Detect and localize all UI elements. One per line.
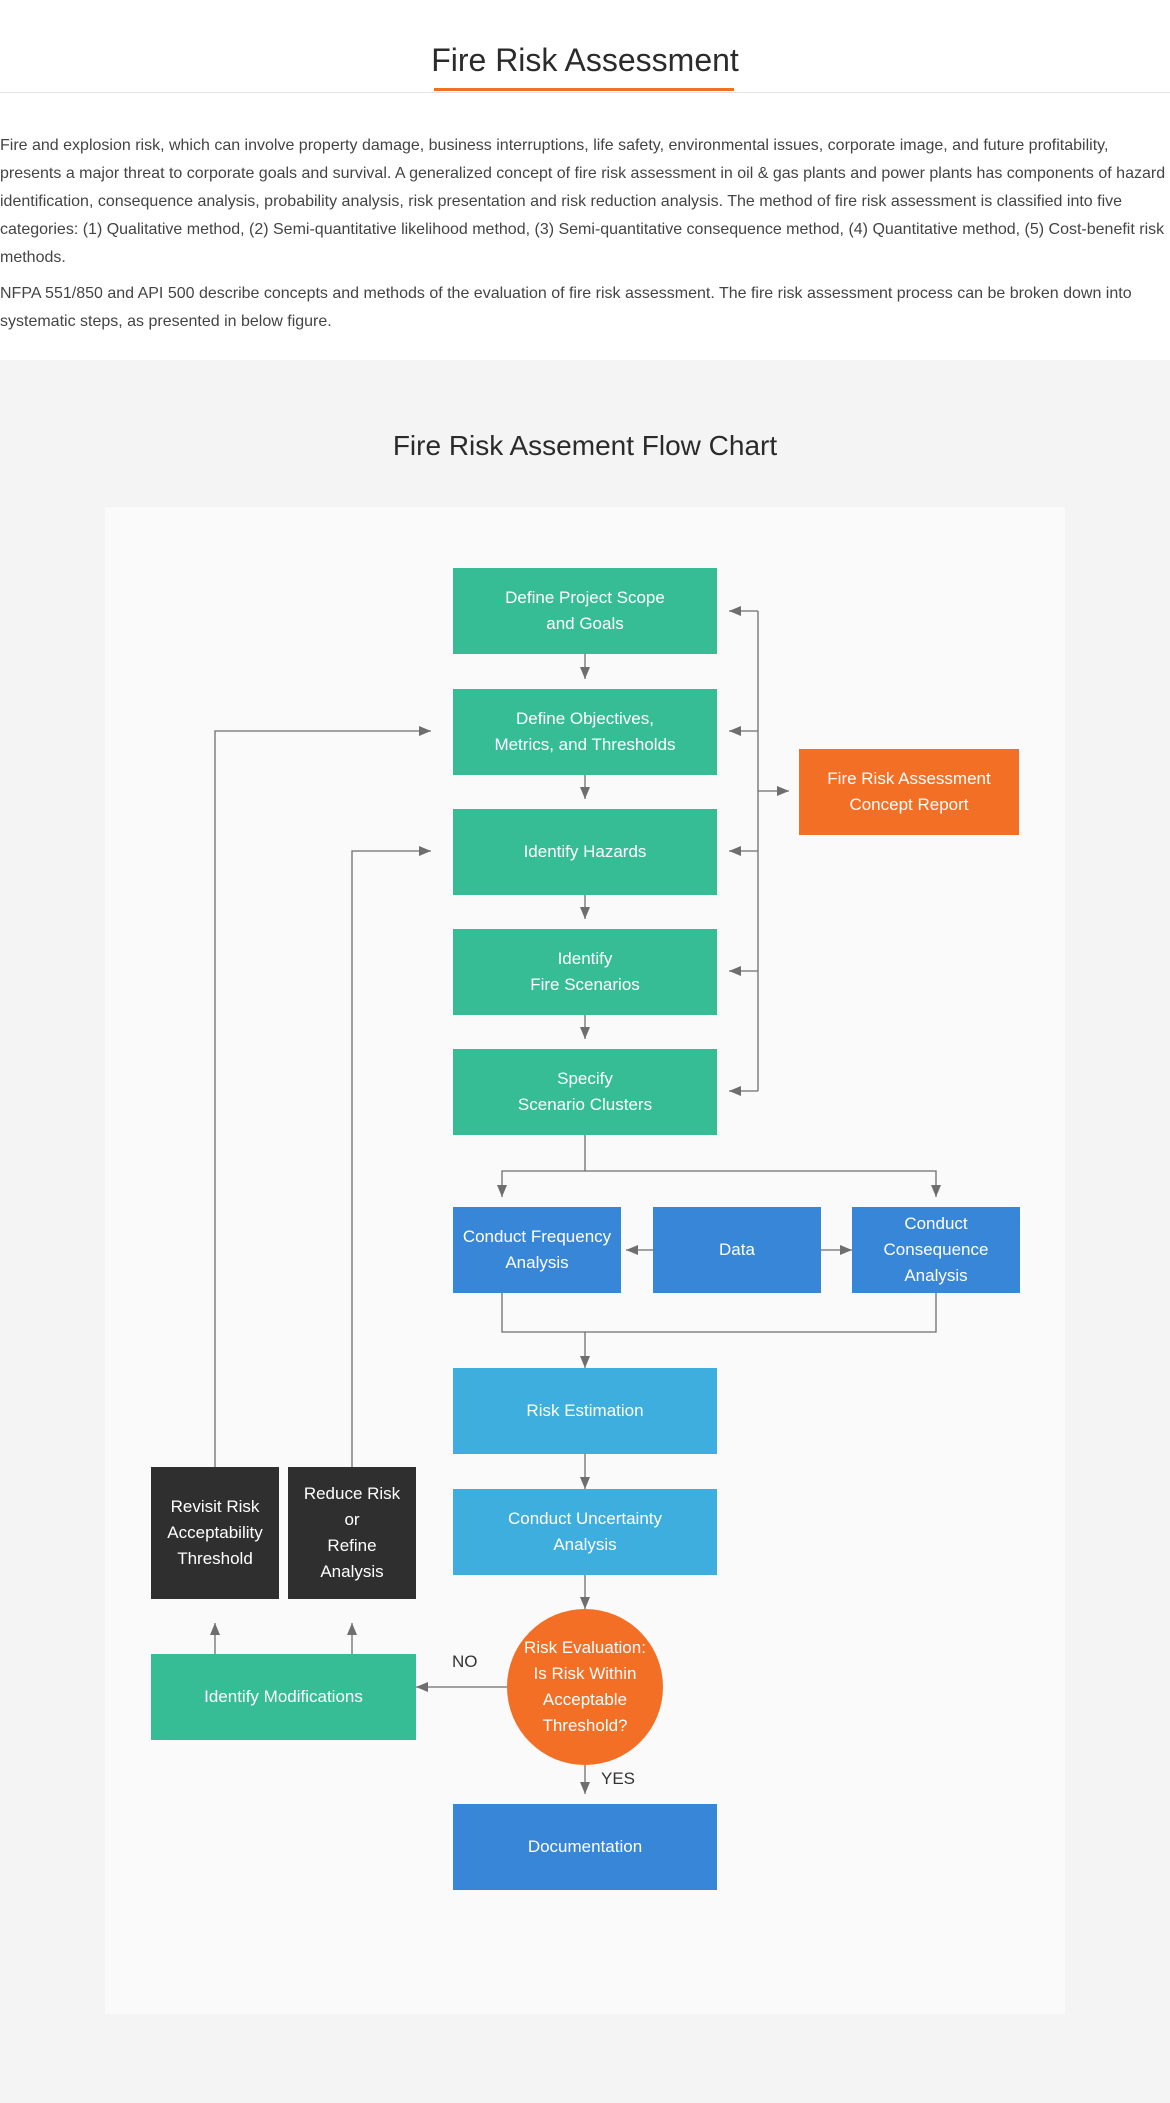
- edge-reduce-to-hazards: [351, 846, 431, 1467]
- node-label: Revisit Risk Acceptability Threshold: [167, 1497, 263, 1568]
- page-title: Fire Risk Assessment: [431, 42, 739, 78]
- node-label: Reduce Risk or Refine Analysis: [303, 1484, 401, 1581]
- node-label: Risk Evaluation: Is Risk Within Acceptab…: [524, 1638, 646, 1735]
- label-yes: YES: [601, 1769, 636, 1788]
- intro-text: Fire and explosion risk, which can invol…: [0, 132, 1170, 344]
- node-frequency-analysis: Conduct Frequency Analysis: [453, 1207, 621, 1293]
- edge-split-to-consequence: [585, 1170, 941, 1197]
- node-reduce-risk: Reduce Risk or Refine Analysis: [288, 1467, 416, 1599]
- flowchart-connectors: [210, 606, 941, 1794]
- node-risk-evaluation-decision: Risk Evaluation: Is Risk Within Acceptab…: [507, 1609, 663, 1765]
- node-label: Conduct Uncertainty Analysis: [507, 1509, 663, 1554]
- node-uncertainty-analysis: Conduct Uncertainty Analysis: [453, 1489, 717, 1575]
- label-no: NO: [452, 1652, 478, 1671]
- node-label: Specify Scenario Clusters: [517, 1069, 653, 1114]
- node-consequence-analysis: Conduct Consequence Analysis: [852, 1207, 1020, 1293]
- node-data: Data: [653, 1207, 821, 1293]
- node-label: Conduct Consequence Analysis: [883, 1214, 989, 1285]
- page-header: Fire Risk Assessment: [0, 0, 1170, 93]
- node-specify-scenario-clusters: Specify Scenario Clusters: [453, 1049, 717, 1135]
- node-label: Documentation: [527, 1837, 643, 1856]
- node-concept-report: Fire Risk Assessment Concept Report: [799, 749, 1019, 835]
- node-revisit-threshold: Revisit Risk Acceptability Threshold: [151, 1467, 279, 1599]
- flowchart-canvas: Define Project Scope and Goals Define Ob…: [105, 507, 1065, 2014]
- flowchart-title: Fire Risk Assement Flow Chart: [392, 430, 778, 461]
- edge-clusters-split: [497, 1135, 586, 1197]
- node-define-project-scope: Define Project Scope and Goals: [453, 568, 717, 654]
- edge-revisit-to-objectives: [214, 726, 431, 1467]
- node-label: Fire Risk Assessment Concept Report: [827, 769, 991, 814]
- edge-frequency-merge: [501, 1293, 937, 1333]
- node-identify-modifications: Identify Modifications: [151, 1654, 416, 1740]
- node-risk-estimation: Risk Estimation: [453, 1368, 717, 1454]
- node-label: Conduct Frequency Analysis: [462, 1227, 612, 1272]
- node-label: Define Project Scope and Goals: [505, 588, 665, 633]
- node-documentation: Documentation: [453, 1804, 717, 1890]
- node-label: Identify Hazards: [523, 842, 647, 861]
- node-label: Data: [719, 1240, 755, 1259]
- node-define-objectives: Define Objectives, Metrics, and Threshol…: [453, 689, 717, 775]
- flowchart-section: Fire Risk Assement Flow Chart: [0, 360, 1170, 2103]
- node-identify-hazards: Identify Hazards: [453, 809, 717, 895]
- title-underline: [434, 88, 734, 91]
- node-identify-fire-scenarios: Identify Fire Scenarios: [453, 929, 717, 1015]
- node-label: Identify Fire Scenarios: [530, 949, 640, 994]
- intro-paragraph-1: Fire and explosion risk, which can invol…: [0, 137, 1166, 266]
- node-label: Risk Estimation: [526, 1401, 644, 1420]
- intro-paragraph-2: NFPA 551/850 and API 500 describe concep…: [0, 285, 1132, 330]
- node-label: Define Objectives, Metrics, and Threshol…: [494, 709, 676, 754]
- node-label: Identify Modifications: [204, 1687, 363, 1706]
